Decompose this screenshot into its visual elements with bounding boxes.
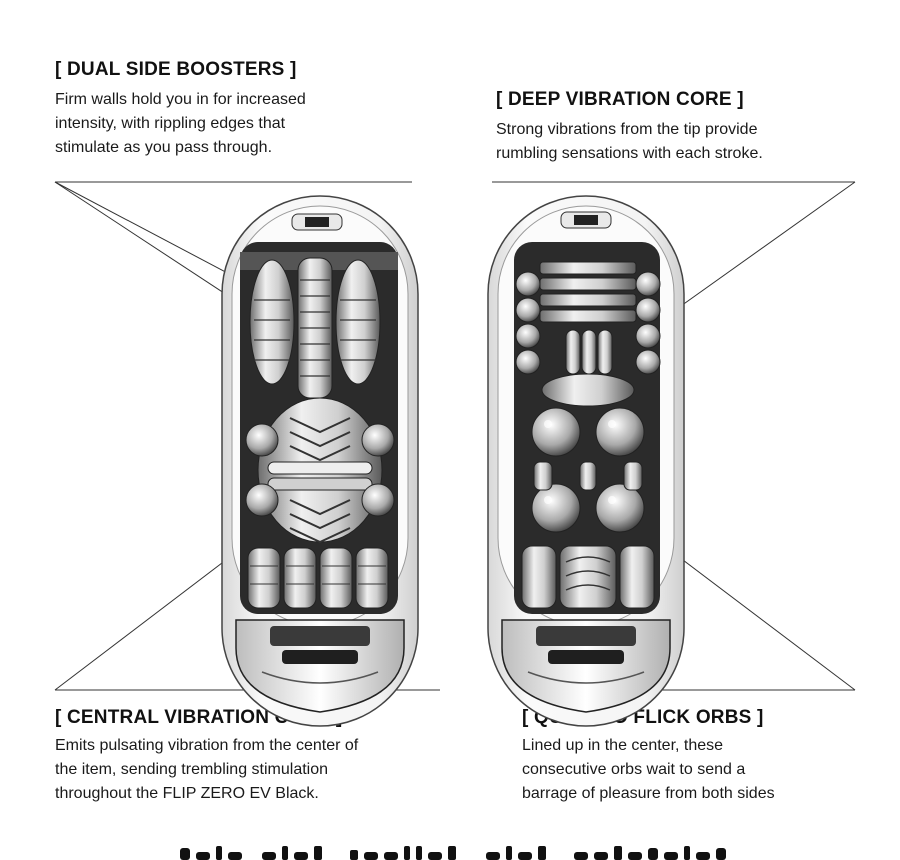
callout-line: stimulate as you pass through. [55,139,273,156]
side-booster-pod [335,259,381,385]
callout-title: [ DUAL SIDE BOOSTERS ] [55,59,297,80]
callout-line: the item, sending trembling stimulation [55,761,329,778]
cropped-text-fragments [180,846,726,860]
callout-quattro-flick-orbs: [ QUATTRO FLICK ORBS ] Lined up in the c… [522,706,775,806]
callout-dual-side-boosters: [ DUAL SIDE BOOSTERS ] Firm walls hold y… [55,58,306,160]
callout-line: Lined up in the center, these [522,737,724,754]
callout-line: Emits pulsating vibration from the cente… [55,737,359,754]
flick-orb [531,407,581,457]
side-booster-pod [249,259,295,385]
flick-orbs [531,407,645,533]
callout-line: intensity, with rippling edges that [55,115,286,132]
callout-deep-vibration-core: [ DEEP VIBRATION CORE ] Strong vibration… [496,88,763,166]
callout-line: rumbling sensations with each stroke. [496,145,763,162]
leader-lines [54,181,856,691]
callout-title: [ DEEP VIBRATION CORE ] [496,89,744,110]
callout-line: throughout the FLIP ZERO EV Black. [55,785,319,802]
flick-orb [595,483,645,533]
callout-line: Strong vibrations from the tip provide [496,121,758,138]
flick-orb [595,407,645,457]
device-right [487,195,685,727]
callout-line: consecutive orbs wait to send a [522,761,746,778]
callout-line: barrage of pleasure from both sides [522,785,775,802]
flick-orb [531,483,581,533]
device-left [221,195,419,727]
callout-line: Firm walls hold you in for increased [55,91,306,108]
cropped-bottom-text [0,836,900,860]
